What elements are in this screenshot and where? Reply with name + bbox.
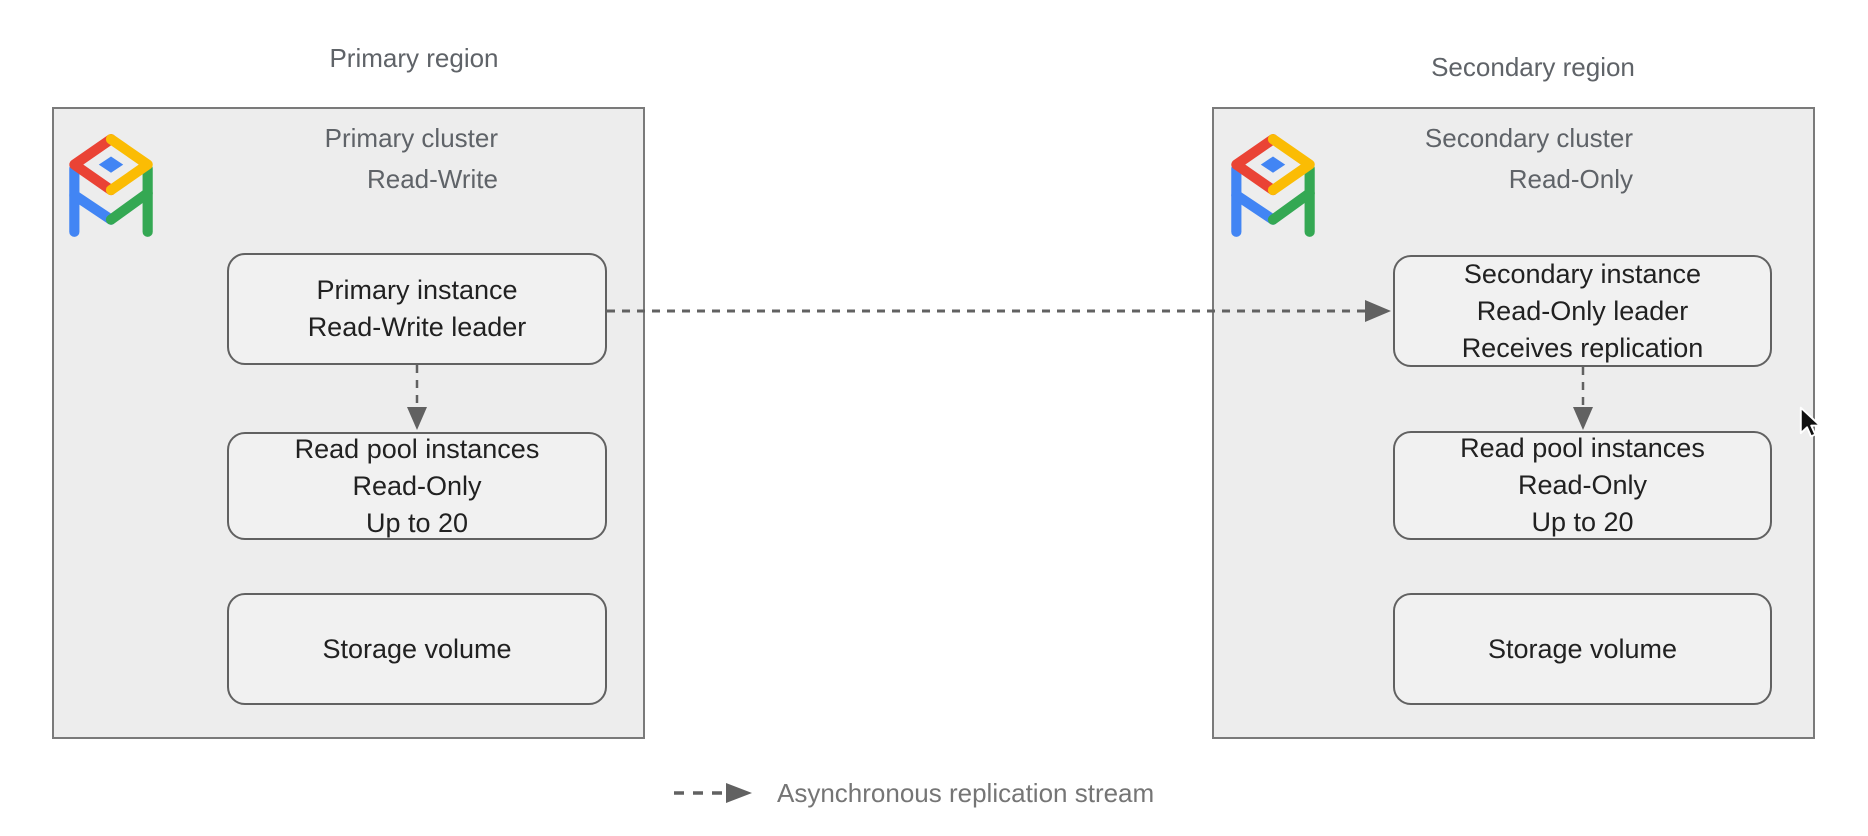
primary-read-pool-box: Read pool instances Read-Only Up to 20 [227, 432, 607, 540]
primary-down-arrow [407, 365, 427, 430]
secondary-storage-line1: Storage volume [1487, 633, 1678, 664]
secondary-instance-line3: Receives replication [1461, 332, 1704, 363]
secondary-cluster-title: Secondary cluster Read-Only [1375, 118, 1633, 200]
primary-cluster-title: Primary cluster Read-Write [240, 118, 498, 200]
secondary-region-label: Secondary region [1431, 52, 1635, 82]
secondary-read-pool-line2: Read-Only [1517, 470, 1648, 500]
primary-region-label: Primary region [329, 43, 499, 73]
secondary-read-pool-line1: Read pool instances [1460, 433, 1705, 463]
alloydb-icon [1231, 134, 1315, 237]
primary-read-pool-line1: Read pool instances [294, 433, 540, 464]
primary-instance-line2: Read-Write leader [307, 312, 527, 342]
secondary-down-arrow [1573, 367, 1593, 430]
secondary-cluster-title-line1: Secondary cluster [1424, 123, 1633, 153]
primary-read-pool-line3: Up to 20 [365, 507, 469, 538]
primary-cluster-title-line2: Read-Write [366, 164, 498, 194]
secondary-instance-line2: Read-Only leader [1476, 295, 1689, 326]
secondary-instance-line1: Secondary instance [1463, 258, 1702, 289]
mouse-cursor-icon [1799, 406, 1822, 438]
legend-label: Asynchronous replication stream [777, 778, 1155, 808]
alloydb-icon [69, 134, 153, 237]
primary-instance-box: Primary instance Read-Write leader [227, 253, 607, 365]
legend-arrow-icon [674, 783, 752, 803]
primary-instance-line1: Primary instance [316, 275, 518, 305]
primary-cluster-title-line1: Primary cluster [324, 123, 498, 153]
primary-storage-line1: Storage volume [322, 633, 512, 664]
secondary-cluster-title-line2: Read-Only [1508, 164, 1633, 194]
secondary-instance-box: Secondary instance Read-Only leader Rece… [1393, 255, 1772, 367]
primary-storage-box: Storage volume [227, 593, 607, 705]
primary-read-pool-line2: Read-Only [352, 470, 482, 501]
replication-arrow [607, 300, 1391, 322]
secondary-read-pool-line3: Up to 20 [1531, 507, 1634, 537]
secondary-storage-box: Storage volume [1393, 593, 1772, 705]
secondary-read-pool-box: Read pool instances Read-Only Up to 20 [1393, 431, 1772, 540]
